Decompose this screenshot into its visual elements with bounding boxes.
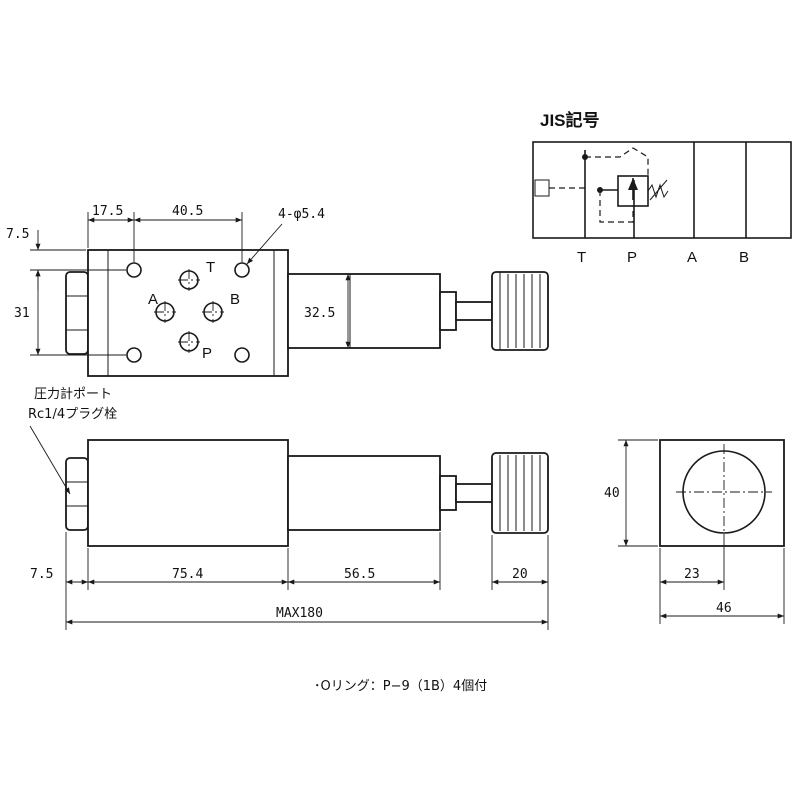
dim-40: 40 [604,486,620,501]
side-neck [439,475,457,511]
top-plug [65,271,89,355]
symbol-valve-arrowhead [628,178,638,190]
dim-holes-leader [246,223,283,265]
dim-17-5: 17.5 [92,204,123,219]
mount-hole-2 [234,262,250,278]
symbol-port-p: P [627,249,637,266]
dim-32-5: 32.5 [304,306,335,321]
top-stem [455,301,493,321]
symbol-gauge-port [534,179,550,197]
jis-symbol: JIS記号 T P A B [532,110,792,266]
top-view: T A B P 17.5 40.5 4-φ5.4 [6,204,549,377]
dim-40-5: 40.5 [172,204,203,219]
mount-hole-3 [126,347,142,363]
side-knob [491,452,549,534]
symbol-spring-adjust [649,179,668,201]
end-block [659,439,785,547]
top-label-p: P [202,345,212,362]
side-plug [65,457,89,531]
symbol-port-a: A [687,249,697,266]
symbol-port-t: T [577,249,586,266]
top-label-a: A [148,291,158,308]
top-knob [491,271,549,351]
top-label-t: T [206,259,215,276]
dim-20: 20 [512,567,528,582]
dim-7-5-side: 7.5 [30,567,53,582]
o-ring-note: ･Oリング：P−9（1B）4個付 [314,679,487,694]
gauge-port-note: 圧力計ポート [34,386,112,402]
dim-46: 46 [716,601,732,616]
dim-7-5-top: 7.5 [6,227,29,242]
dim-75-4: 75.4 [172,567,203,582]
symbol-drain-line [585,147,649,176]
top-neck [439,291,457,331]
side-block [87,439,289,547]
side-cylinder [287,455,441,531]
mount-hole-1 [126,262,142,278]
symbol-title: JIS記号 [540,110,600,130]
gauge-port-leader [29,425,71,495]
dim-23: 23 [684,567,700,582]
dim-31: 31 [14,306,30,321]
dim-56-5: 56.5 [344,567,375,582]
top-block [87,249,289,377]
mount-hole-4 [234,347,250,363]
top-label-b: B [230,291,240,308]
end-view: 40 23 46 [604,439,785,624]
symbol-port-b: B [739,249,749,266]
dim-holes: 4-φ5.4 [278,207,325,222]
dim-max180: MAX180 [276,606,323,621]
symbol-pilot-line [599,190,634,223]
symbol-frame [532,141,792,239]
side-stem [455,483,493,503]
gauge-port-plug-note: Rc1/4プラグ栓 [28,407,117,422]
side-view: 圧力計ポート Rc1/4プラグ栓 7.5 75.4 56.5 20 MAX180 [28,386,549,630]
